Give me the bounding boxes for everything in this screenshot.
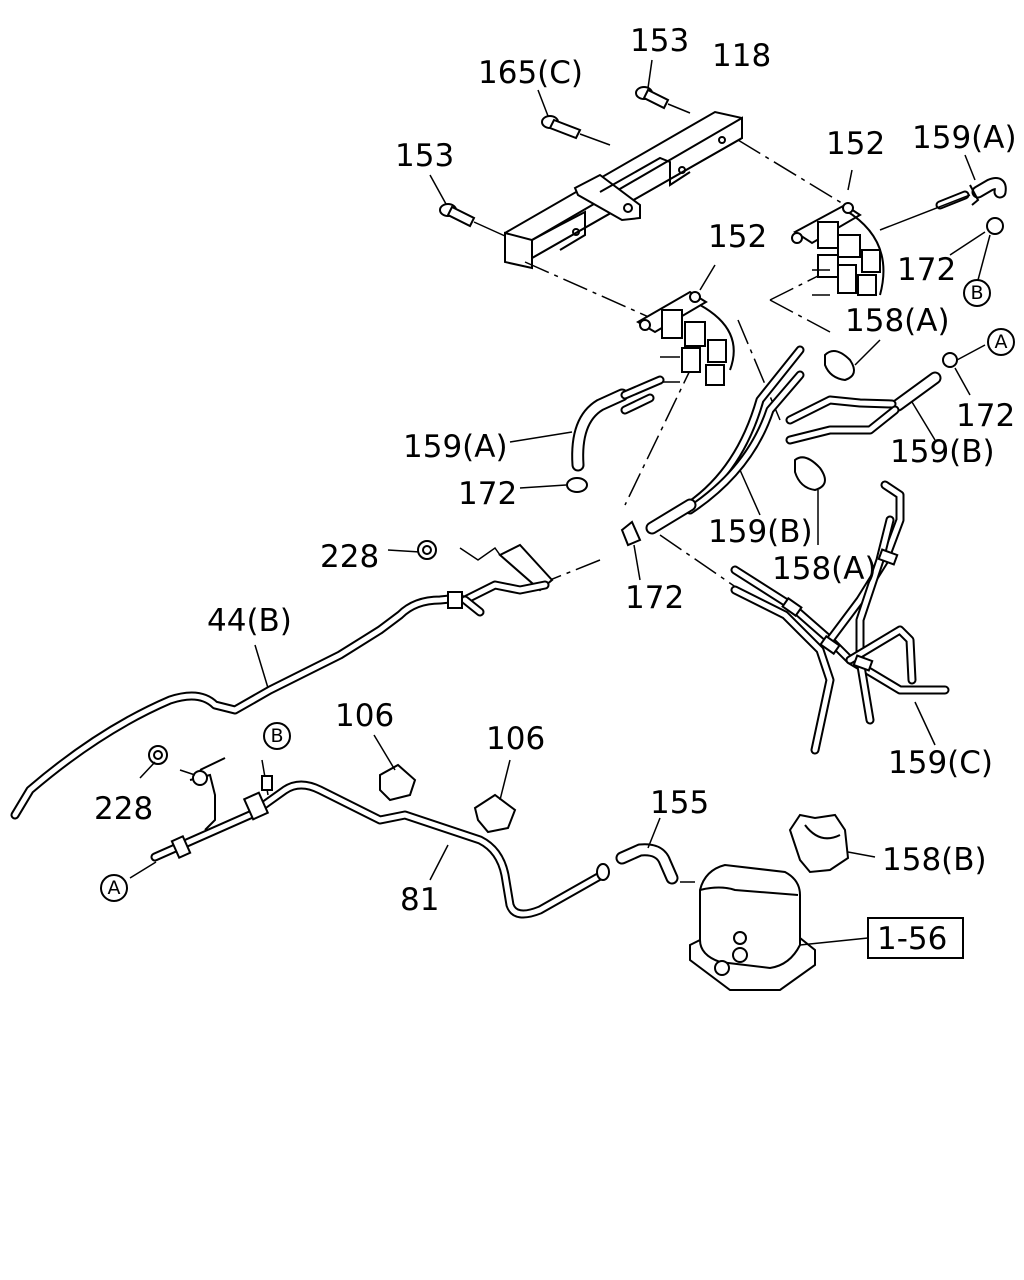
callout-152-mid: 152 xyxy=(708,219,767,255)
bracket-228-low xyxy=(179,757,226,831)
callout-159b-right: 159(B) xyxy=(890,434,995,470)
hose-155 xyxy=(596,817,695,885)
callout-153-left: 153 xyxy=(395,138,454,174)
clip-106-right xyxy=(473,759,517,834)
hose-44b xyxy=(10,580,550,820)
hose-159a-right xyxy=(879,154,1007,231)
callout-81: 81 xyxy=(400,882,439,918)
callout-106-right: 106 xyxy=(486,721,545,757)
hose-159b-mid xyxy=(645,345,805,535)
callout-172-a: 172 xyxy=(956,398,1015,434)
callout-153-top: 153 xyxy=(630,23,689,59)
bracket-228-top xyxy=(387,543,554,592)
callout-172-low: 172 xyxy=(625,580,684,616)
clip-158b xyxy=(788,813,876,874)
callout-44b: 44(B) xyxy=(207,603,292,639)
clamp-172-b xyxy=(949,217,1004,281)
bolt-153-top xyxy=(635,59,691,114)
callout-118: 118 xyxy=(712,38,771,74)
reference-box-1-56 xyxy=(867,917,964,959)
clip-158a-top xyxy=(824,339,881,382)
callout-228-low: 228 xyxy=(94,791,153,827)
hose-159c xyxy=(730,480,950,755)
clip-106-left xyxy=(373,734,417,802)
hose-159b-right xyxy=(785,371,942,445)
callout-172-mid: 172 xyxy=(458,476,517,512)
svg-text:A: A xyxy=(108,877,121,899)
callout-158a-top: 158(A) xyxy=(845,303,950,339)
callout-158b: 158(B) xyxy=(882,842,987,878)
callout-106-left: 106 xyxy=(335,698,394,734)
callout-159c: 159(C) xyxy=(888,745,993,781)
callout-159a-left: 159(A) xyxy=(403,429,508,465)
callout-158a-mid: 158(A) xyxy=(772,551,877,587)
bolt-153-left xyxy=(429,174,506,237)
valve-152-right xyxy=(791,169,885,296)
marker-a-right: A xyxy=(987,328,1015,356)
nut-228-top xyxy=(417,540,437,560)
callout-165c: 165(C) xyxy=(478,55,583,91)
marker-b-right: B xyxy=(963,279,991,307)
hose-159a-left xyxy=(509,375,665,472)
clamp-172-mid xyxy=(519,477,588,493)
callout-228-top: 228 xyxy=(320,539,379,575)
callout-172-b: 172 xyxy=(897,252,956,288)
clamp-172-a xyxy=(942,344,986,396)
callout-159b-mid: 159(B) xyxy=(708,514,813,550)
callout-1-56: 1-56 xyxy=(877,921,947,957)
callout-152-right: 152 xyxy=(826,126,885,162)
svg-text:B: B xyxy=(270,725,283,747)
clamp-172-low xyxy=(620,520,642,581)
callout-159a-right: 159(A) xyxy=(912,120,1017,156)
bracket-118 xyxy=(504,110,743,270)
valve-152-mid xyxy=(636,264,735,386)
bolt-165c xyxy=(537,89,611,146)
marker-b-left: B xyxy=(263,722,291,750)
svg-text:A: A xyxy=(995,331,1008,353)
pipe-81 xyxy=(129,759,605,919)
svg-text:B: B xyxy=(970,282,983,304)
clip-158a-mid xyxy=(794,456,826,545)
canister-1-56 xyxy=(689,863,869,991)
marker-a-left: A xyxy=(100,874,128,902)
callout-155: 155 xyxy=(650,785,709,821)
nut-228-low xyxy=(139,745,168,779)
